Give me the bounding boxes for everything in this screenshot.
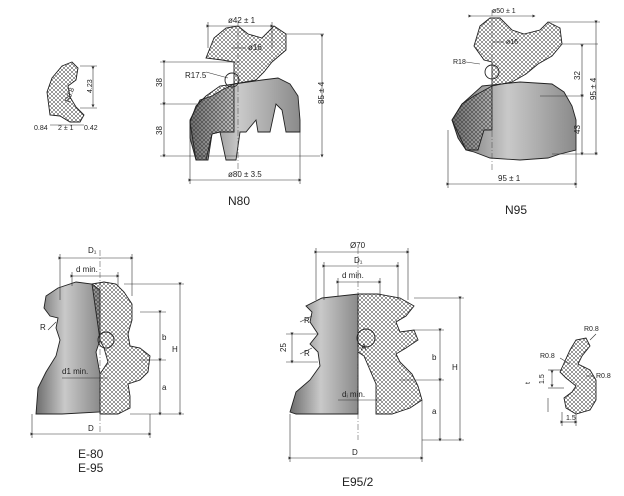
- n80-dim-base: ø80 ± 3.5: [228, 170, 262, 179]
- e80-caption-1: E-80: [78, 447, 104, 461]
- n80-drawing: ø42 ± 1 ø16 R17.5 38 38 85 ± 4 ø80 ± 3.5…: [155, 16, 326, 208]
- detail-right-dim-r3: R0.8: [596, 373, 611, 380]
- e80-dim-d1: D₁: [88, 246, 97, 255]
- n95-drawing: ø50 ± 1 ø16 R18 32 43 95 ± 4 95 ± 1 N95: [446, 8, 600, 217]
- detail-right-dim-r2: R0.8: [540, 353, 555, 360]
- n80-dim-height: 85 ± 4: [317, 81, 326, 104]
- n95-dim-height: 95 ± 4: [589, 77, 598, 100]
- detail-small: 4.23 0.84 2 ± 1 0.42 R0.8: [34, 61, 98, 132]
- e95-2-dim-dmin: d min.: [342, 271, 364, 280]
- detail-right-dim-r1: R0.8: [584, 326, 599, 333]
- n95-dim-lower: 43: [573, 125, 582, 134]
- e80-drawing: D₁ d min. R b a H d1 min. D E-80 E-95: [30, 246, 184, 475]
- n80-dim-top: ø42 ± 1: [228, 16, 256, 25]
- n80-dim-upper: 38: [155, 78, 164, 87]
- detail-right-dim-15b: 1.5: [566, 415, 576, 422]
- detail-small-dim-a: 4.23: [87, 79, 94, 93]
- e80-dim-r: R: [40, 323, 46, 332]
- e95-2-dim-b: b: [432, 353, 437, 362]
- e95-2-dim-d1: D₁: [354, 256, 363, 265]
- e95-2-dim-d: D: [352, 448, 358, 457]
- n80-dim-hole: ø16: [248, 43, 262, 52]
- e95-2-dim-a: a: [432, 407, 437, 416]
- n80-dim-radius: R17.5: [185, 71, 207, 80]
- e95-2-drawing: Ø70 D₁ d min. R R 25 A b a H dᵢ min. D E…: [279, 241, 464, 489]
- n80-dim-lower: 38: [155, 126, 164, 135]
- n95-dim-hole: ø16: [506, 39, 518, 46]
- e95-2-dim-dimin: dᵢ min.: [342, 390, 365, 399]
- e95-2-dim-r2: R: [304, 349, 310, 358]
- e80-dim-d: D: [88, 424, 94, 433]
- detail-right: R0.8 R0.8 R0.8 1.5 t 1.5: [525, 326, 611, 426]
- detail-right-dim-15a: 1.5: [539, 374, 546, 384]
- e95-2-caption: E95/2: [342, 475, 374, 489]
- detail-right-dim-t: t: [525, 382, 532, 384]
- detail-small-dim-b: 0.84: [34, 125, 48, 132]
- detail-small-dim-c: 2 ± 1: [58, 125, 74, 132]
- e95-2-dim-25: 25: [279, 343, 288, 352]
- n95-dim-top: ø50 ± 1: [492, 8, 516, 15]
- detail-small-dim-e: R0.8: [64, 87, 76, 103]
- e95-2-dim-h: H: [452, 363, 458, 372]
- e80-dim-a: a: [162, 383, 167, 392]
- n95-dim-base: 95 ± 1: [498, 174, 521, 183]
- n95-caption: N95: [505, 203, 527, 217]
- e95-2-dim-r1: R: [304, 316, 310, 325]
- e95-2-dim-a-mark: A: [361, 343, 367, 352]
- e80-dim-h: H: [172, 345, 178, 354]
- e95-2-dim-top: Ø70: [350, 241, 366, 250]
- detail-small-dim-d: 0.42: [84, 125, 98, 132]
- n80-caption: N80: [228, 194, 250, 208]
- e80-dim-d1min: d1 min.: [62, 367, 88, 376]
- n95-dim-upper: 32: [573, 71, 582, 80]
- e80-dim-b: b: [162, 333, 167, 342]
- e80-dim-dmin: d min.: [76, 265, 98, 274]
- n95-dim-radius: R18: [453, 59, 466, 66]
- e80-caption-2: E-95: [78, 461, 104, 475]
